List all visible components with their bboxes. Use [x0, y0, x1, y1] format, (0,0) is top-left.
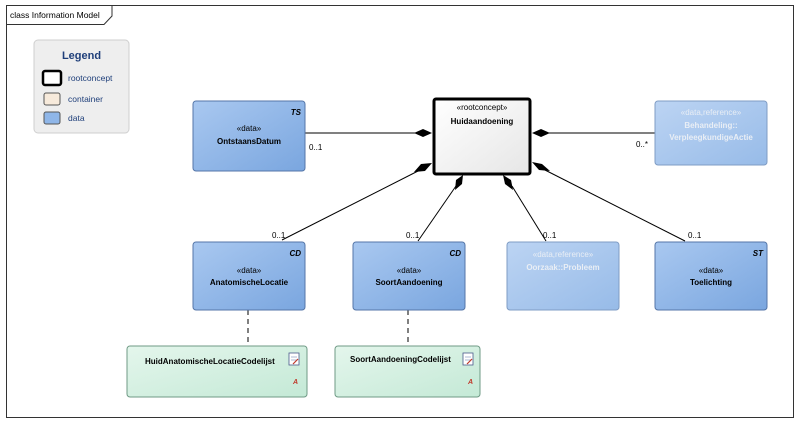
- node-name: OntstaansDatum: [217, 137, 281, 146]
- node-stereotype: «data,reference»: [681, 108, 742, 117]
- node-toelichting[interactable]: ST «data» Toelichting: [654, 241, 768, 311]
- node-type-tag: CD: [449, 249, 461, 258]
- frame-title: class Information Model: [10, 10, 100, 20]
- diamond-behandeling: [532, 129, 550, 137]
- connector-toelichting: [542, 168, 686, 242]
- codelist-name: SoortAandoeningCodelijst: [350, 355, 451, 364]
- multiplicity-oorzaak: 0..1: [543, 231, 557, 240]
- node-stereotype: «data»: [699, 266, 724, 275]
- node-name: Oorzaak::Probleem: [526, 263, 599, 272]
- connectors: [247, 132, 686, 346]
- codelist-soort-aandoening[interactable]: SoortAandoeningCodelijst A: [334, 345, 481, 398]
- legend-item-rootconcept: rootconcept: [68, 73, 113, 83]
- node-stereotype: «data,reference»: [533, 250, 594, 259]
- legend-item-container: container: [68, 94, 103, 104]
- node-type-tag: TS: [291, 108, 302, 117]
- diamond-toelichting: [532, 162, 550, 171]
- node-ontstaansdatum[interactable]: TS «data» OntstaansDatum: [192, 100, 306, 172]
- node-behandeling[interactable]: «data,reference» Behandeling:: Verpleegk…: [654, 100, 768, 166]
- multiplicity-soort: 0..1: [406, 231, 420, 240]
- codelist-marker: A: [292, 379, 298, 386]
- legend-item-data: data: [68, 113, 85, 123]
- legend-swatch-data: [43, 111, 61, 125]
- node-type-tag: CD: [289, 249, 301, 258]
- node-stereotype: «data»: [237, 266, 262, 275]
- connector-soort: [417, 185, 457, 242]
- node-oorzaak[interactable]: «data,reference» Oorzaak::Probleem: [506, 241, 620, 311]
- node-name: AnatomischeLocatie: [210, 278, 289, 287]
- node-soort-aandoening[interactable]: CD «data» SoortAandoening: [352, 241, 466, 311]
- diamond-soort: [455, 175, 463, 190]
- node-anatomische-locatie[interactable]: CD «data» AnatomischeLocatie: [192, 241, 306, 311]
- legend: Legend rootconcept container data: [33, 39, 130, 134]
- diamond-ontstaansdatum: [414, 129, 432, 137]
- document-icon: [288, 352, 300, 366]
- codelist-name: HuidAnatomischeLocatieCodelijst: [145, 357, 275, 366]
- diagram-frame: class Information Model: [6, 5, 794, 418]
- node-name: SoortAandoening: [375, 278, 442, 287]
- node-stereotype: «data»: [237, 124, 262, 133]
- legend-swatch-rootconcept: [41, 69, 63, 87]
- node-name: Toelichting: [690, 278, 732, 287]
- connector-anatomische: [281, 169, 421, 241]
- node-stereotype: «data»: [397, 266, 422, 275]
- node-name-line1: Behandeling::: [684, 121, 737, 130]
- document-icon: [462, 352, 474, 366]
- connector-oorzaak: [511, 185, 547, 242]
- legend-title: Legend: [62, 50, 101, 62]
- diamond-anatomische: [414, 163, 432, 172]
- multiplicity-anatomische: 0..1: [272, 231, 286, 240]
- multiplicity-ontstaansdatum: 0..1: [309, 143, 323, 152]
- diamond-oorzaak: [503, 175, 513, 190]
- node-stereotype: «rootconcept»: [457, 103, 508, 112]
- node-type-tag: ST: [753, 249, 764, 258]
- codelist-huid-anatomische-locatie[interactable]: HuidAnatomischeLocatieCodelijst A: [126, 345, 308, 398]
- multiplicity-behandeling: 0..*: [636, 140, 648, 149]
- codelist-marker: A: [467, 379, 473, 386]
- legend-swatch-container: [43, 92, 61, 106]
- node-name: Huidaandoening: [451, 117, 514, 126]
- node-huidaandoening[interactable]: «rootconcept» Huidaandoening: [432, 97, 532, 176]
- multiplicity-toelichting: 0..1: [688, 231, 702, 240]
- node-name-line2: VerpleegkundigeActie: [669, 133, 753, 142]
- composition-diamonds: [414, 129, 550, 190]
